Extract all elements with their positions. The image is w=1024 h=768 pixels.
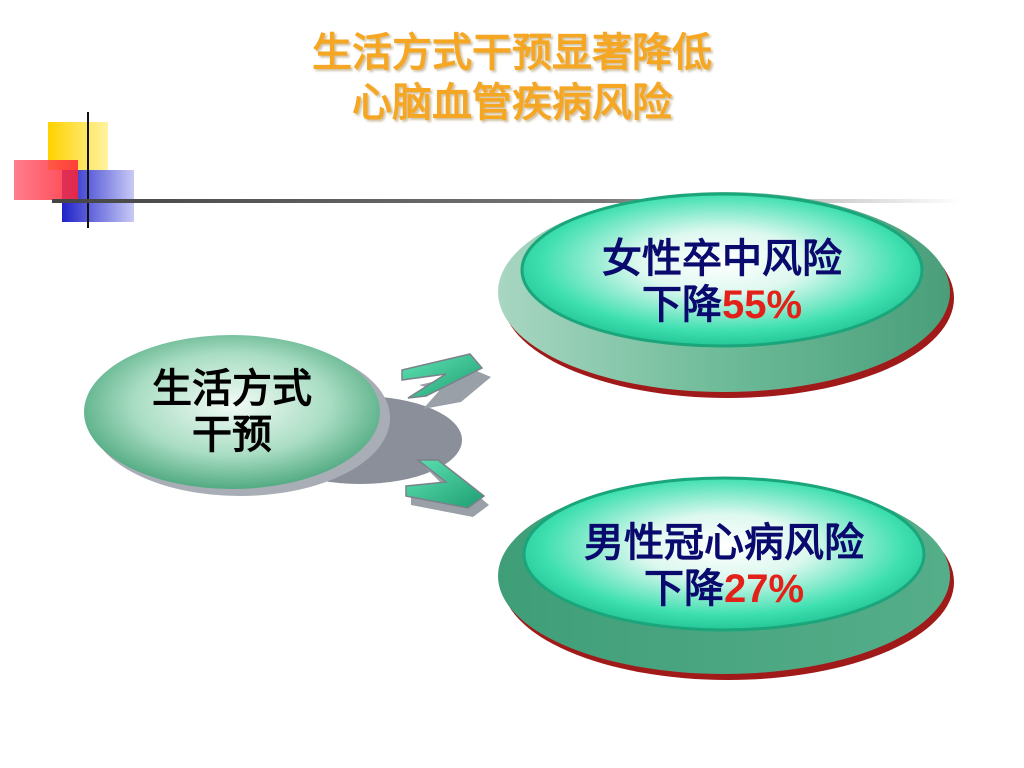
outcome-top-line2: 下降55%: [572, 282, 872, 328]
outcome-node-top: [498, 192, 954, 398]
arrow-up-right: [401, 353, 484, 399]
decor-red-square: [14, 160, 78, 200]
arrow-to-bottom: [405, 459, 489, 517]
outcome-bottom-line1: 男性冠心病风险: [584, 520, 864, 566]
title-divider-line: [52, 199, 962, 203]
center-node-label-line1: 生活方式: [152, 366, 312, 412]
slide-title-line1: 生活方式干预显著降低: [312, 30, 712, 76]
slide-title-line2: 心脑血管疾病风险: [352, 80, 672, 126]
outcome-bottom-label: 男性冠心病风险 下降27%: [564, 520, 884, 612]
center-node-label: 生活方式 干预: [132, 366, 332, 458]
outcome-bottom-percent: 27%: [723, 567, 805, 611]
outcome-top-label: 女性卒中风险 下降55%: [572, 236, 872, 328]
outcome-bottom-inner: [522, 476, 926, 632]
arrow-down-right: [405, 459, 486, 509]
slide-title: 生活方式干预显著降低 心脑血管疾病风险: [0, 28, 1024, 128]
outcome-node-bottom: [498, 476, 954, 680]
outcome-top-percent: 55%: [721, 283, 803, 327]
outcome-bottom-prefix: 下降: [643, 566, 724, 612]
outcome-top-prefix: 下降: [641, 282, 722, 328]
corner-decoration: [14, 112, 134, 228]
arrow-to-top: [401, 353, 491, 409]
center-node: [84, 335, 462, 496]
outcome-bottom-line2: 下降27%: [564, 566, 884, 612]
center-node-label-line2: 干预: [192, 412, 272, 458]
outcome-top-line1: 女性卒中风险: [602, 236, 842, 282]
outcome-top-inner: [520, 192, 924, 348]
center-node-ellipse: [84, 335, 380, 489]
